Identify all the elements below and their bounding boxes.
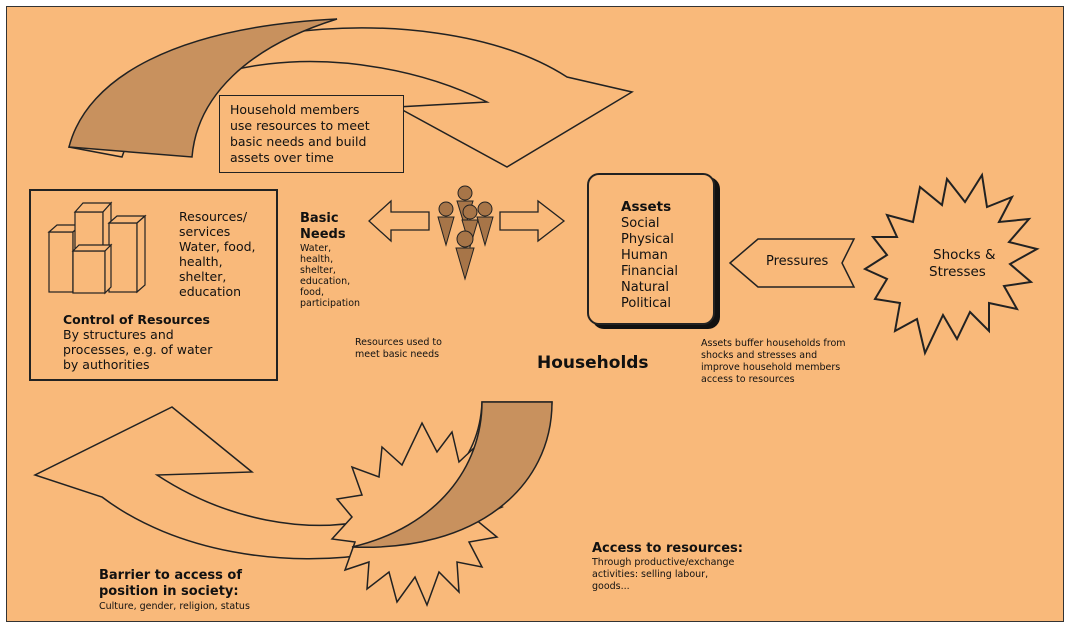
household-members-box: Household members use resources to meet …	[219, 95, 404, 173]
basic-needs-item-1: Water,	[300, 243, 332, 254]
control-desc-1: By structures and	[63, 327, 174, 342]
basic-needs-title-1: Basic	[300, 211, 339, 226]
access-title: Access to resources:	[592, 541, 743, 556]
shocks-starburst-icon	[862, 172, 1040, 357]
basic-needs-item-5: food,	[300, 287, 325, 298]
household-line-2: use resources to meet	[230, 118, 370, 133]
diagram-canvas: Household members use resources to meet …	[6, 6, 1064, 622]
pressures-arrow-icon	[728, 238, 856, 288]
people-group-icon	[437, 185, 494, 281]
shocks-line-2: Stresses	[929, 264, 986, 280]
services-line-5: shelter,	[179, 269, 227, 284]
basic-needs-title-2: Needs	[300, 227, 346, 242]
cycle-arrow-bottom-shade	[351, 401, 553, 548]
services-line-6: education	[179, 284, 242, 299]
resources-used-line-1: Resources used to	[355, 337, 442, 348]
services-line-4: health,	[179, 254, 223, 269]
household-line-1: Household members	[230, 102, 360, 117]
arrow-left-to-basic-needs-icon	[368, 199, 430, 243]
diagram-graphics	[33, 18, 1040, 608]
services-line-1: Resources/	[179, 209, 248, 224]
assets-item-physical: Physical	[621, 232, 674, 247]
assets-item-financial: Financial	[621, 264, 678, 279]
assets-item-social: Social	[621, 216, 660, 231]
assets-box: Assets Social Physical Human Financial N…	[587, 173, 715, 325]
cycle-arrow-top-shade	[68, 18, 338, 158]
households-label: Households	[537, 353, 649, 373]
assets-title: Assets	[621, 199, 672, 215]
barrier-title-2: position in society:	[99, 584, 239, 599]
pressures-label: Pressures	[766, 254, 829, 269]
basic-needs-item-2: health,	[300, 254, 334, 265]
barrier-title-1: Barrier to access of	[99, 568, 242, 583]
assets-buffer-line-2: shocks and stresses and	[701, 350, 818, 361]
control-desc-3: by authorities	[63, 357, 150, 372]
assets-item-human: Human	[621, 248, 668, 263]
access-line-3: goods...	[592, 581, 630, 592]
control-desc-2: processes, e.g. of water	[63, 342, 213, 357]
basic-needs-item-4: education,	[300, 276, 351, 287]
arrow-right-to-assets-icon	[499, 199, 566, 243]
resources-used-line-2: meet basic needs	[355, 349, 440, 360]
services-line-3: Water, food,	[179, 239, 256, 254]
services-line-2: services	[179, 224, 231, 239]
assets-item-natural: Natural	[621, 280, 669, 295]
household-line-3: basic needs and build	[230, 134, 367, 149]
buildings-icon	[47, 201, 147, 295]
access-line-2: activities: selling labour,	[592, 569, 709, 580]
basic-needs-item-6: participation	[300, 298, 361, 309]
basic-needs-item-3: shelter,	[300, 265, 336, 276]
control-title: Control of Resources	[63, 312, 210, 327]
access-line-1: Through productive/exchange	[592, 557, 735, 568]
household-line-4: assets over time	[230, 150, 334, 165]
assets-buffer-line-1: Assets buffer households from	[701, 338, 846, 349]
assets-buffer-line-4: access to resources	[701, 374, 795, 385]
assets-item-political: Political	[621, 296, 671, 311]
assets-buffer-line-3: improve household members	[701, 362, 841, 373]
barrier-desc: Culture, gender, religion, status	[99, 601, 250, 612]
shocks-line-1: Shocks &	[933, 247, 996, 263]
control-of-resources-box	[29, 189, 278, 381]
